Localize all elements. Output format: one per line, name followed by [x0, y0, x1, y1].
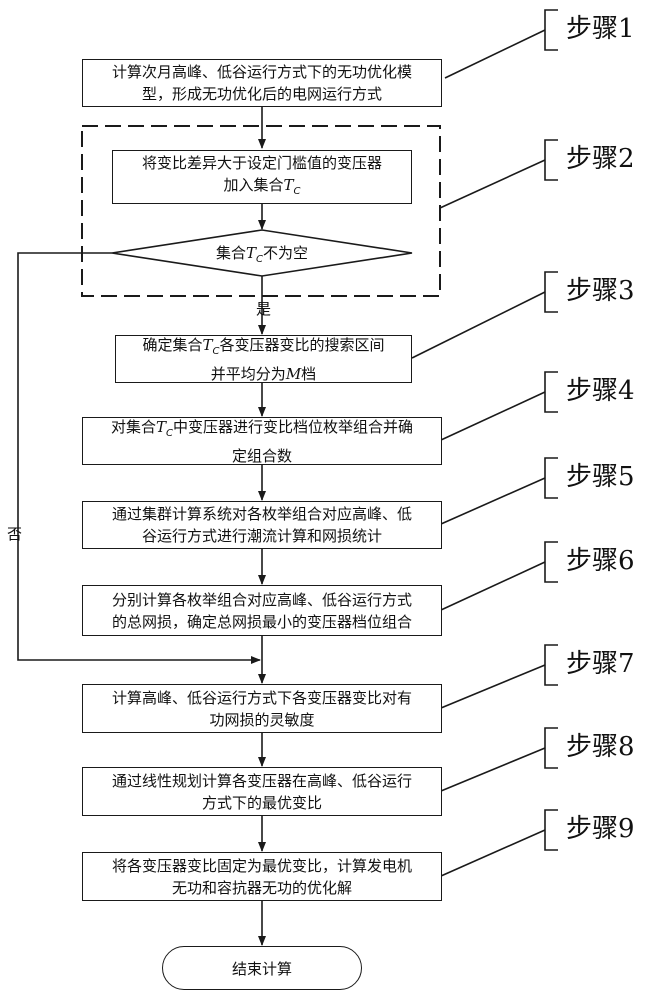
step6-bracket	[544, 541, 558, 583]
box9-line2: 无功和容抗器无功的优化解	[171, 878, 352, 897]
step3-bracket	[544, 271, 558, 313]
decision-text: 集合TC不为空	[162, 242, 362, 265]
step2-bracket	[544, 139, 558, 181]
step3-leader	[411, 291, 546, 359]
step3-label: 步骤3	[566, 276, 635, 306]
step4-leader	[440, 391, 546, 441]
step8-bracket	[544, 727, 558, 769]
box4-pre: 对集合	[110, 417, 156, 436]
box3-line2-pre: 并平均分为	[210, 364, 286, 383]
box8-line2: 方式下的最优变比	[201, 793, 322, 812]
box3-pre: 确定集合	[142, 335, 203, 354]
step1-label: 步骤1	[566, 14, 635, 44]
box3-line1: 确定集合TC各变压器变比的搜索区间	[142, 334, 384, 363]
decision-diamond	[111, 229, 413, 277]
end-label: 结束计算	[231, 959, 292, 978]
box2-line2: 加入集合TC	[142, 174, 382, 203]
box3-m-symbol: M	[285, 364, 302, 383]
box1-line1: 计算次月高峰、低谷运行方式下的无功优化模	[111, 63, 412, 81]
box3-set-symbol: T	[202, 335, 213, 354]
box2-line1: 将变比差异大于设定门槛值的变压器	[141, 153, 382, 172]
step1-bracket	[544, 9, 558, 51]
box4-set-subscript: C	[166, 427, 173, 439]
box2-set-subscript: C	[293, 185, 301, 197]
no-label: 否	[7, 525, 23, 543]
step6-label: 步骤6	[566, 546, 635, 576]
box9-line1: 将各变压器变比固定为最优变比，计算发电机	[111, 856, 412, 875]
process-box-6: 分别计算各枚举组合对应高峰、低谷运行方式 的总网损，确定总网损最小的变压器档位组…	[82, 585, 442, 636]
box4-post: 中变压器进行变比档位枚举组合并确	[173, 417, 414, 436]
box6-line1: 分别计算各枚举组合对应高峰、低谷运行方式	[111, 590, 412, 609]
box2-line2-pre: 加入集合	[223, 175, 284, 194]
step6-leader	[440, 561, 546, 611]
process-box-1: 计算次月高峰、低谷运行方式下的无功优化模 型，形成无功优化后的电网运行方式	[82, 59, 442, 107]
box3-set-subscript: C	[212, 345, 220, 357]
box8-line1: 通过线性规划计算各变压器在高峰、低谷运行	[111, 771, 412, 790]
step5-label: 步骤5	[566, 462, 635, 492]
process-box-7: 计算高峰、低谷运行方式下各变压器变比对有 功网损的灵敏度	[82, 684, 442, 733]
end-terminal: 结束计算	[162, 946, 362, 990]
no-branch-line	[17, 252, 261, 664]
step5-leader	[440, 477, 546, 525]
step4-label: 步骤4	[566, 376, 635, 406]
box6-line2: 的总网损，确定总网损最小的变压器档位组合	[111, 612, 412, 631]
process-box-5: 通过集群计算系统对各枚举组合对应高峰、低 谷运行方式进行潮流计算和网损统计	[82, 501, 442, 549]
step1-leader	[444, 29, 546, 79]
step7-bracket	[544, 644, 558, 686]
box3-line2: 并平均分为M档	[142, 363, 384, 385]
decision-pre: 集合	[215, 244, 246, 262]
step7-label: 步骤7	[566, 649, 635, 679]
box4-set-symbol: T	[156, 417, 167, 436]
process-box-2: 将变比差异大于设定门槛值的变压器 加入集合TC	[112, 150, 412, 204]
decision-post: 不为空	[263, 244, 309, 262]
step8-leader	[440, 747, 546, 792]
step9-bracket	[544, 809, 558, 851]
step2-leader	[439, 159, 546, 209]
box4-line2: 定组合数	[231, 446, 292, 465]
decision-set-subscript: C	[256, 254, 263, 265]
step9-label: 步骤9	[566, 814, 635, 844]
box5-line2: 谷运行方式进行潮流计算和网损统计	[141, 527, 382, 545]
box3-line2-post: 档	[301, 364, 317, 383]
process-box-3: 确定集合TC各变压器变比的搜索区间 并平均分为M档	[115, 335, 412, 383]
yes-label: 是	[256, 300, 272, 318]
box2-set-symbol: T	[283, 175, 294, 194]
box3-post: 各变压器变比的搜索区间	[219, 335, 385, 354]
decision-set-symbol: T	[246, 244, 257, 262]
box7-line2: 功网损的灵敏度	[209, 710, 315, 729]
box1-line2: 型，形成无功优化后的电网运行方式	[141, 85, 382, 103]
box4-line1: 对集合TC中变压器进行变比档位枚举组合并确	[111, 416, 413, 445]
process-box-8: 通过线性规划计算各变压器在高峰、低谷运行 方式下的最优变比	[82, 767, 442, 816]
step4-bracket	[544, 371, 558, 413]
box5-line1: 通过集群计算系统对各枚举组合对应高峰、低	[111, 505, 412, 523]
process-box-4: 对集合TC中变压器进行变比档位枚举组合并确 定组合数	[82, 417, 442, 465]
step2-label: 步骤2	[566, 144, 635, 174]
step8-label: 步骤8	[566, 732, 635, 762]
step7-leader	[440, 664, 546, 709]
process-box-9: 将各变压器变比固定为最优变比，计算发电机 无功和容抗器无功的优化解	[82, 852, 442, 901]
box7-line1: 计算高峰、低谷运行方式下各变压器变比对有	[111, 688, 412, 707]
step9-leader	[440, 829, 546, 877]
step5-bracket	[544, 457, 558, 499]
step2-dashed-group	[81, 125, 441, 297]
